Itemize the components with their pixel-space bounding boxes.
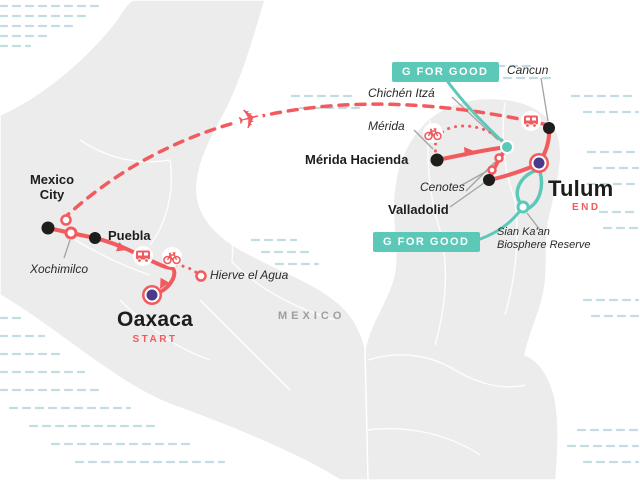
cycling-route-yucatan	[433, 124, 507, 160]
label-sian-kaan: Sian Ka'an Biosphere Reserve	[497, 226, 591, 251]
xochimilco-marker	[64, 226, 78, 240]
tulum-end-marker	[529, 153, 549, 173]
label-mexico-city: Mexico City	[29, 172, 75, 202]
label-hierve-el-agua: Hierve el Agua	[210, 268, 289, 282]
flight-route	[60, 102, 550, 222]
label-cenotes: Cenotes	[420, 180, 465, 194]
g-for-good-badge-top: G FOR GOOD	[392, 62, 499, 82]
cenote-marker-2	[494, 153, 504, 163]
label-oaxaca-start: START	[132, 334, 178, 345]
bicycle-icon	[162, 247, 182, 267]
sian-kaan-marker	[516, 200, 530, 214]
route-direction-arrows	[116, 147, 474, 289]
g-for-good-connector-top	[446, 80, 506, 145]
state-borders	[59, 101, 526, 456]
bus-icon	[133, 246, 153, 266]
cancun-marker	[543, 122, 555, 134]
oaxaca-start-marker	[142, 285, 162, 305]
label-tulum-end: END	[572, 202, 601, 213]
mexico-landmass	[0, 0, 562, 480]
airplane-icon: ✈	[234, 102, 263, 137]
label-region-mexico: MEXICO	[278, 310, 346, 322]
label-xochimilco: Xochimilco	[30, 262, 89, 276]
sian-kaan-loop	[515, 168, 544, 211]
bicycle-icon	[423, 123, 443, 143]
label-puebla: Puebla	[108, 228, 151, 243]
cycling-route-west	[174, 263, 199, 275]
bus-icon	[521, 111, 541, 131]
waypoint-markers	[60, 153, 530, 282]
label-merida-hacienda: Mérida Hacienda	[305, 152, 409, 167]
valladolid-marker	[483, 174, 495, 186]
puebla-marker	[89, 232, 101, 244]
city-markers	[41, 122, 555, 244]
label-tulum: Tulum	[548, 176, 614, 201]
label-oaxaca: Oaxaca	[117, 308, 193, 331]
g-for-good-badge-bottom: G FOR GOOD	[373, 232, 480, 252]
hierve-el-agua-marker	[195, 270, 207, 282]
mexico-city-marker	[41, 221, 55, 235]
ground-route-west	[46, 226, 177, 297]
cenote-marker-1	[487, 165, 497, 175]
label-valladolid: Valladolid	[388, 202, 449, 217]
label-chichen-itza: Chichén Itzá	[368, 86, 435, 100]
merida-hacienda-marker	[430, 153, 444, 167]
flight-start-waypoint	[60, 214, 72, 226]
svg-text:✈: ✈	[234, 102, 263, 137]
chichen-itza-marker	[500, 140, 514, 154]
label-merida: Mérida	[368, 119, 405, 133]
label-cancun: Cancun	[507, 63, 549, 77]
